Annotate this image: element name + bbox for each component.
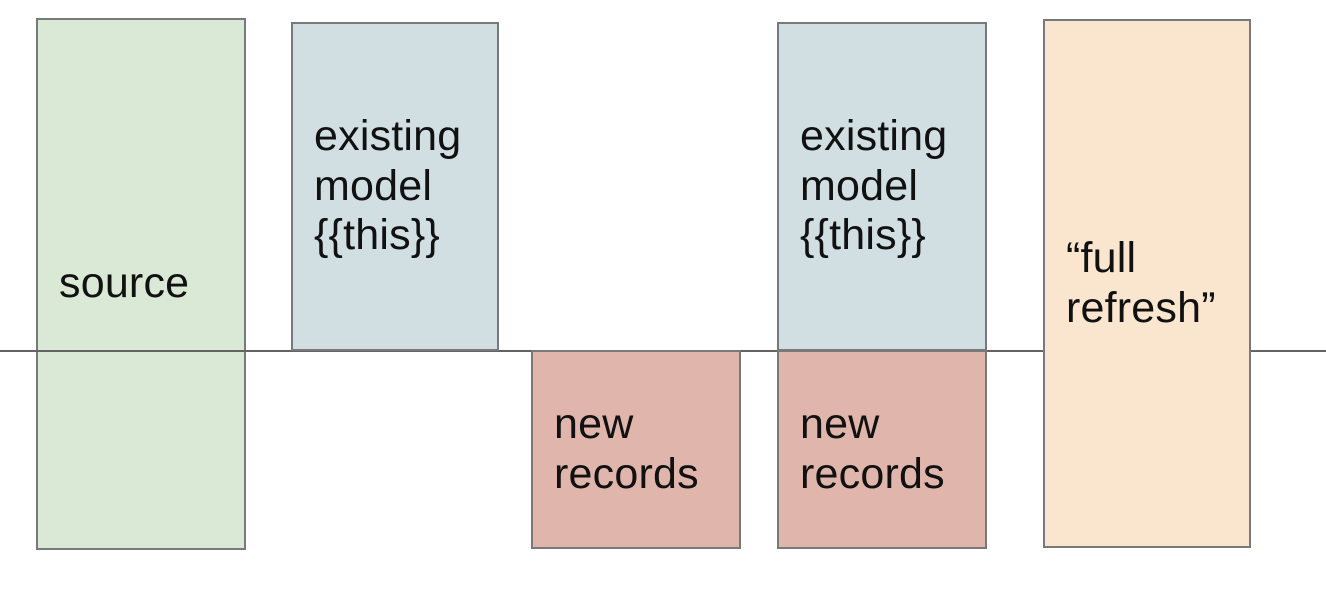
box-existing-model-1-label: existing model {{this}}: [314, 112, 462, 260]
box-full-refresh-label: “full refresh”: [1066, 234, 1216, 332]
box-existing-model-2-label: existing model {{this}}: [800, 112, 948, 260]
box-source-label: source: [59, 259, 190, 308]
box-existing-model-2: existing model {{this}}: [777, 22, 987, 351]
box-new-records-1: new records: [531, 350, 741, 549]
box-new-records-2-label: new records: [800, 400, 945, 498]
box-source: source: [36, 18, 246, 550]
box-full-refresh: “full refresh”: [1043, 19, 1251, 548]
box-existing-model-1: existing model {{this}}: [291, 22, 499, 351]
box-new-records-2: new records: [777, 350, 987, 549]
box-new-records-1-label: new records: [554, 400, 699, 498]
